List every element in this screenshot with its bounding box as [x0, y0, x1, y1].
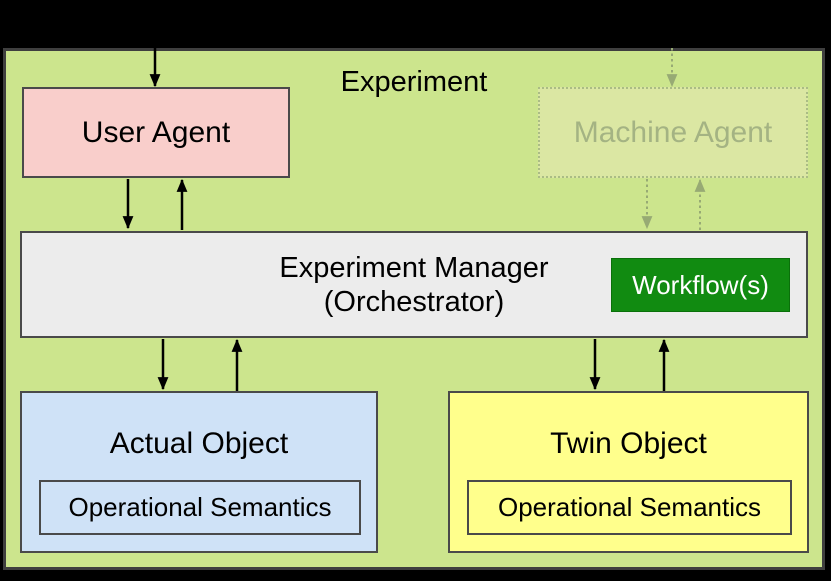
actual-object-label: Actual Object	[109, 427, 289, 460]
user-agent-node: User Agent	[22, 87, 290, 178]
experiment-label: Experiment	[340, 66, 488, 98]
twin-operational-semantics-label: Operational Semantics	[497, 492, 762, 522]
user-agent-label: User Agent	[81, 115, 231, 149]
twin-object-label: Twin Object	[550, 427, 707, 460]
actual-operational-semantics-node: Operational Semantics	[39, 480, 361, 535]
actual-operational-semantics-label: Operational Semantics	[68, 492, 332, 522]
machine-agent-node: Machine Agent	[538, 87, 808, 178]
experiment-manager-label-line1: Experiment Manager	[279, 251, 549, 284]
workflow-label: Workflow(s)	[632, 270, 769, 300]
twin-operational-semantics-node: Operational Semantics	[467, 480, 792, 535]
experiment-container: Experiment User Agent Machine Agent Expe…	[3, 48, 825, 570]
experiment-manager-node: Experiment Manager (Orchestrator) Workfl…	[20, 231, 808, 338]
experiment-manager-label-line2: (Orchestrator)	[323, 285, 505, 318]
workflow-node: Workflow(s)	[611, 258, 790, 312]
machine-agent-label: Machine Agent	[573, 115, 773, 149]
twin-object-node: Twin Object Operational Semantics	[448, 391, 809, 553]
actual-object-node: Actual Object Operational Semantics	[20, 391, 378, 553]
